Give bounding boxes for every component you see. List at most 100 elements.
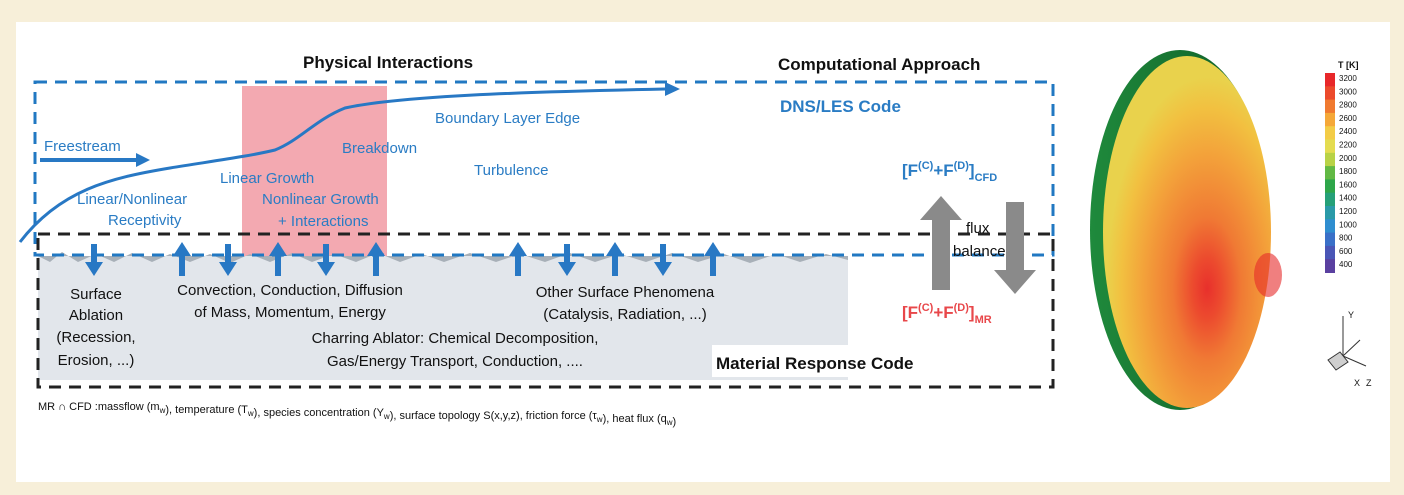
receptivity-label-line1: Linear/Nonlinear xyxy=(77,191,187,208)
surface-ablation-line2: Ablation xyxy=(69,307,123,324)
colorbar-swatch xyxy=(1325,206,1335,220)
hotspot xyxy=(1254,253,1282,297)
freestream-label: Freestream xyxy=(44,138,121,155)
flux-arrow-down-head xyxy=(994,270,1036,294)
caption-subscript: w xyxy=(596,415,603,424)
caption-text: ), species concentration (Y xyxy=(254,407,385,419)
linear-growth-label: Linear Growth xyxy=(220,170,314,187)
colorbar-tick-label: 1600 xyxy=(1339,180,1357,189)
title-physical-interactions: Physical Interactions xyxy=(303,53,473,72)
colorbar-swatch xyxy=(1325,259,1335,273)
colorbar-swatch xyxy=(1325,73,1335,87)
z-axis-line xyxy=(1342,355,1367,367)
arrow-down xyxy=(219,244,237,276)
flux-balance-arrows xyxy=(920,196,1036,294)
temperature-colorbar: 3200300028002600240022002000180016001400… xyxy=(1325,73,1357,273)
rough-surface xyxy=(38,252,848,263)
nonlinear-growth-label-line1: Nonlinear Growth xyxy=(262,191,379,208)
x-axis-line xyxy=(1342,339,1361,357)
flux-arrow-up-head xyxy=(920,196,962,220)
material-response-label: Material Response Code xyxy=(716,354,913,373)
colorbar-swatch xyxy=(1325,232,1335,247)
boundary-layer-arrowhead xyxy=(665,82,680,96)
arrow-down xyxy=(558,244,576,276)
surface-arrows xyxy=(85,242,722,276)
arrow-down xyxy=(654,244,672,276)
charring-line2: Gas/Energy Transport, Conduction, .... xyxy=(327,353,583,370)
arrow-up xyxy=(269,242,287,276)
colorbar-tick-label: 1000 xyxy=(1339,220,1357,229)
colorbar-swatch xyxy=(1325,139,1335,154)
colorbar-swatch xyxy=(1325,166,1335,180)
heatshield-disc xyxy=(1103,56,1271,408)
colorbar-tick-label: 1800 xyxy=(1339,167,1357,176)
axis-triad xyxy=(1327,316,1367,371)
surface-ablation-line1: Surface xyxy=(70,286,122,303)
flux-mr-label: [F(C)+F(D)]MR xyxy=(902,302,992,326)
boundary-layer-curve xyxy=(18,87,666,243)
colorbar-swatch xyxy=(1325,192,1335,207)
arrow-down xyxy=(317,244,335,276)
caption-subscript: w xyxy=(247,409,254,418)
nonlinear-growth-label-line2: + Interactions xyxy=(278,213,368,230)
flux-cfd-label: [F(C)+F(D)]CFD xyxy=(902,160,997,184)
interface-caption: MR ∩ CFD :massflow (mw), temperature (Tw… xyxy=(38,401,676,428)
axis-cube xyxy=(1327,351,1349,371)
arrow-up xyxy=(606,242,624,276)
title-computational-approach: Computational Approach xyxy=(778,55,980,74)
colorbar-tick-label: 3000 xyxy=(1339,87,1357,96)
colorbar-tick-label: 2600 xyxy=(1339,114,1357,123)
colorbar-swatch xyxy=(1325,99,1335,114)
colorbar-tick-label: 2200 xyxy=(1339,141,1357,150)
receptivity-label-line2: Receptivity xyxy=(108,212,182,229)
turbulence-label: Turbulence xyxy=(474,162,549,179)
freestream-arrow-head xyxy=(136,153,150,167)
colorbar-tick-label: 1400 xyxy=(1339,194,1357,203)
caption-text: ) xyxy=(673,416,677,428)
caption-subscript: w xyxy=(159,406,166,415)
dns-les-label: DNS/LES Code xyxy=(780,97,901,116)
axis-label-z: Z xyxy=(1366,378,1372,388)
colorbar-swatch xyxy=(1325,219,1335,234)
colorbar-swatch xyxy=(1325,179,1335,194)
colorbar-swatch xyxy=(1325,112,1335,127)
material-response-box xyxy=(36,232,1055,389)
surface-ablation-line3: (Recession, xyxy=(56,329,135,346)
convection-line1: Convection, Conduction, Diffusion xyxy=(177,282,403,299)
colorbar-tick-label: 2800 xyxy=(1339,101,1357,110)
colorbar-tick-label: 2400 xyxy=(1339,127,1357,136)
caption-subscript: w xyxy=(666,418,673,427)
boundary-layer-edge-label: Boundary Layer Edge xyxy=(435,110,580,127)
flux-arrow-down-shaft xyxy=(1006,202,1024,274)
caption-text: ), heat flux (q xyxy=(603,413,667,425)
arrow-down xyxy=(85,244,103,276)
colorbar-swatch xyxy=(1325,86,1335,101)
colorbar-tick-label: 3200 xyxy=(1339,74,1357,83)
other-surface-line1: Other Surface Phenomena xyxy=(536,284,715,301)
other-surface-line2: (Catalysis, Radiation, ...) xyxy=(543,306,706,323)
arrow-up xyxy=(704,242,722,276)
axis-label-x: X xyxy=(1354,378,1360,388)
convection-line2: of Mass, Momentum, Energy xyxy=(194,304,386,321)
caption-text: ), surface topology S(x,y,z), friction f… xyxy=(390,410,598,422)
colorbar-tick-label: 400 xyxy=(1339,260,1353,269)
colorbar-tick-label: 1200 xyxy=(1339,207,1357,216)
surface-ablation-line4: Erosion, ...) xyxy=(58,352,135,369)
flux-label: flux xyxy=(966,220,990,237)
flux-arrow-up-shaft xyxy=(932,218,950,290)
colorbar-title: T [K] xyxy=(1338,60,1359,70)
caption-text: ), temperature (T xyxy=(165,404,248,416)
axis-label-y: Y xyxy=(1348,310,1354,320)
material-response-label-bg xyxy=(712,345,970,377)
colorbar-swatch xyxy=(1325,152,1335,167)
dns-les-box xyxy=(33,80,1055,257)
arrow-up xyxy=(173,242,191,276)
colorbar-swatch xyxy=(1325,245,1335,260)
colorbar-swatch xyxy=(1325,126,1335,140)
charring-line1: Charring Ablator: Chemical Decomposition… xyxy=(312,330,599,347)
transition-region xyxy=(242,86,387,256)
breakdown-label: Breakdown xyxy=(342,140,417,157)
arrow-up xyxy=(367,242,385,276)
colorbar-tick-label: 800 xyxy=(1339,234,1353,243)
